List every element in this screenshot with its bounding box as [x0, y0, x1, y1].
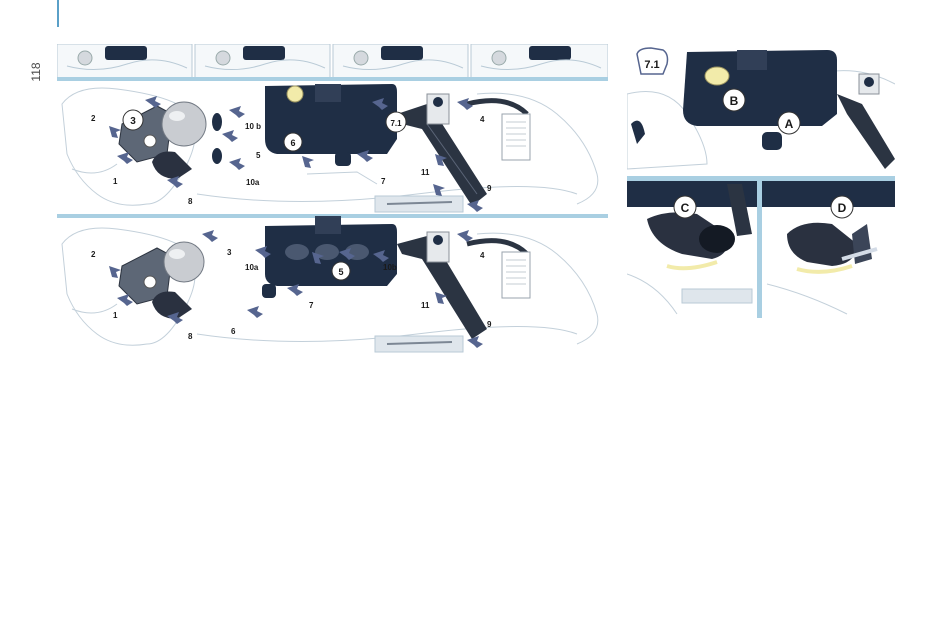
- callout-b: B: [730, 94, 739, 108]
- callout-d: D: [838, 201, 847, 215]
- label-10a-lower: 10a: [245, 263, 259, 272]
- engine-compartment-svg: 3 6 7.1 2 1 10 b 5 10a 8 7 11 4 9: [57, 44, 608, 353]
- label-11-lower: 11: [421, 301, 430, 310]
- callout-6: 6: [290, 138, 295, 148]
- label-5: 5: [256, 151, 261, 160]
- callout-7-1: 7.1: [390, 119, 402, 128]
- label-1-lower: 1: [113, 311, 118, 320]
- callout-3: 3: [130, 116, 136, 127]
- label-10b: 10 b: [245, 122, 261, 131]
- label-4: 4: [480, 115, 485, 124]
- label-3-lower: 3: [227, 248, 232, 257]
- label-9: 9: [487, 184, 492, 193]
- thumbnail-strip: [57, 44, 608, 79]
- label-8: 8: [188, 197, 193, 206]
- label-8-lower: 8: [188, 332, 193, 341]
- engine-compartment-illustration: 3 6 7.1 2 1 10 b 5 10a 8 7 11 4 9: [57, 44, 608, 353]
- label-1: 1: [113, 177, 118, 186]
- label-11: 11: [421, 168, 430, 177]
- label-2-lower: 2: [91, 250, 96, 259]
- label-10a: 10a: [246, 178, 260, 187]
- label-10b-lower: 10b: [383, 263, 397, 272]
- page-number: 118: [24, 60, 48, 84]
- figure-tag-7-1: 7.1: [644, 59, 659, 71]
- label-4-lower: 4: [480, 251, 485, 260]
- detail-svg: 7.1 B A C D: [627, 44, 895, 318]
- label-9-lower: 9: [487, 320, 492, 329]
- callout-a: A: [785, 117, 794, 131]
- detail-illustration: 7.1 B A C D: [627, 44, 895, 318]
- label-6-lower: 6: [231, 327, 236, 336]
- label-7-lower: 7: [309, 301, 314, 310]
- callout-5: 5: [338, 267, 343, 277]
- margin-rule: [57, 0, 59, 27]
- callout-c: C: [681, 201, 690, 215]
- label-7: 7: [381, 177, 386, 186]
- label-2: 2: [91, 114, 96, 123]
